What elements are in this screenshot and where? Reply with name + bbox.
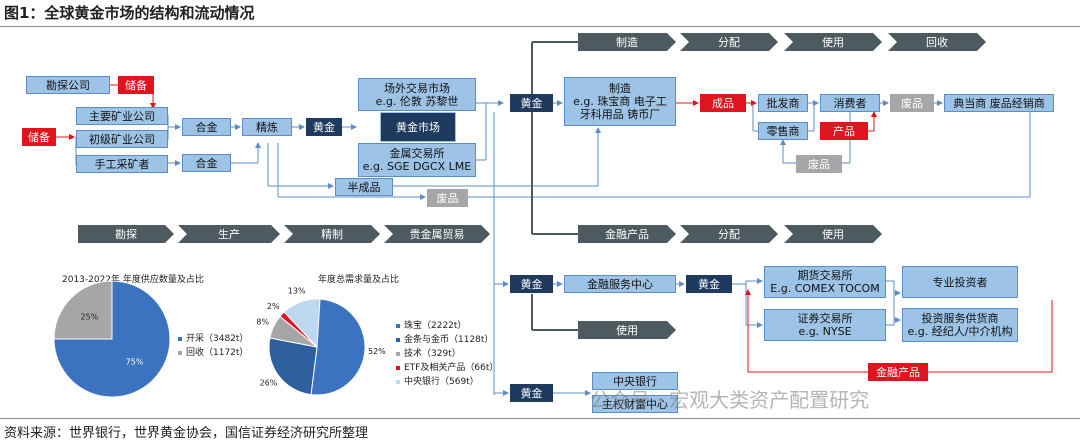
demand-slice-label-4: 13% — [288, 287, 306, 296]
investment-service-provider: 投资服务供货商 e.g. 经纪人/中介机构 — [902, 308, 1018, 342]
professional-investor: 专业投资者 — [902, 266, 1018, 298]
scrap-1: 废品 — [427, 189, 468, 207]
manufacturing: 制造 e.g. 珠宝商 电子工 牙科用品 铸币厂 — [564, 77, 676, 126]
exploration-company: 勘探公司 — [26, 76, 110, 94]
legend-label: 珠宝（2222t） — [404, 321, 467, 331]
pie-supply-title: 2013-2022年 年度供应数量及占比 — [62, 275, 204, 285]
chain-fin-product: 金融产品 — [578, 225, 676, 243]
legend-swatch — [396, 323, 400, 328]
legend-label: ETF及相关产品（66t） — [404, 363, 499, 373]
gold-4: 黄金 — [686, 275, 732, 293]
chain-use: 使用 — [784, 33, 882, 51]
chain-fin-distribution: 分配 — [680, 225, 778, 243]
demand-slice-label-2: 8% — [256, 317, 269, 326]
chain-use-2: 使用 — [578, 321, 676, 339]
reserve-1: 储备 — [118, 76, 154, 94]
legend2-item-3: ETF及相关产品（66t） — [396, 360, 498, 373]
otc-market: 场外交易市场 e.g. 伦敦 苏黎世 — [358, 78, 476, 111]
gold-1: 黄金 — [306, 118, 342, 136]
chain-precious-trade: 贵金属贸易 — [384, 225, 490, 243]
consumer: 消费者 — [820, 94, 880, 112]
legend-label: 金条与金币（1128t） — [404, 335, 494, 345]
demand-slice-label-3: 2% — [267, 302, 280, 311]
wholesaler: 批发商 — [758, 94, 808, 112]
footer-rule — [0, 418, 1080, 419]
major-mining: 主要矿业公司 — [76, 107, 168, 125]
chain-manufacture: 制造 — [578, 33, 676, 51]
securities-exchange: 证券交易所 e.g. NYSE — [764, 309, 886, 341]
supply-slice-label-1: 25% — [81, 312, 99, 321]
title-rule — [0, 26, 1080, 27]
alloy-1: 合金 — [182, 118, 231, 136]
chain-exploration: 勘探 — [78, 225, 174, 243]
legend-swatch — [178, 350, 182, 355]
legend2-item-1: 金条与金币（1128t） — [396, 332, 493, 345]
chain-fin-use: 使用 — [784, 225, 882, 243]
pie-demand-title: 年度总需求量及占比 — [318, 275, 400, 285]
junior-mining: 初级矿业公司 — [76, 130, 168, 148]
legend1-item-0: 开采（3482t） — [178, 331, 248, 344]
product: 产品 — [820, 122, 868, 140]
demand-slice-label-1: 26% — [260, 378, 278, 387]
artisanal-miners: 手工采矿者 — [76, 155, 168, 173]
legend-swatch — [178, 336, 182, 341]
supply-slice-1 — [53, 280, 113, 340]
pawn-scrap-dealer: 典当商 废品经销商 — [944, 94, 1054, 112]
legend2-item-4: 中央银行（569t） — [396, 374, 479, 387]
legend-label: 回收（1172t） — [186, 348, 249, 358]
gold-2: 黄金 — [510, 94, 553, 112]
gold-market: 黄金市场 — [380, 112, 456, 142]
legend1-item-1: 回收（1172t） — [178, 345, 248, 358]
legend-label: 技术（329t） — [404, 349, 461, 359]
demand-slice-0 — [310, 298, 366, 396]
legend2-item-0: 珠宝（2222t） — [396, 318, 466, 331]
refining: 精炼 — [242, 118, 292, 136]
sovereign-wealth-center: 主权财富中心 — [592, 395, 678, 413]
figure-title: 图1：全球黄金市场的结构和流动情况 — [4, 4, 255, 22]
finished-product: 成品 — [700, 94, 746, 112]
demand-slice-1 — [268, 337, 318, 396]
legend-swatch — [396, 365, 400, 370]
reserve-2: 储备 — [22, 128, 56, 146]
financial-product: 金融产品 — [868, 363, 928, 381]
financial-services-center: 金融服务中心 — [564, 275, 676, 293]
semi-finished: 半成品 — [335, 178, 393, 196]
gold-3: 黄金 — [510, 275, 553, 293]
retailer: 零售商 — [758, 122, 808, 140]
metal-exchange: 金属交易所 e.g. SGE DGCX LME — [358, 143, 476, 177]
demand-slice-label-0: 52% — [368, 347, 386, 356]
chain-production: 生产 — [178, 225, 280, 243]
legend-label: 中央银行（569t） — [404, 377, 479, 387]
alloy-2: 合金 — [182, 154, 231, 172]
scrap-3: 废品 — [796, 155, 842, 173]
legend2-item-2: 技术（329t） — [396, 346, 461, 359]
watermark: 公众号 · 宏观大类资产配置研究 — [590, 388, 870, 412]
legend-swatch — [396, 337, 400, 342]
legend-label: 开采（3482t） — [186, 334, 249, 344]
futures-exchange: 期货交易所 E.g. COMEX TOCOM — [764, 266, 886, 298]
source-note: 资料来源：世界银行，世界黄金协会，国信证券经济研究所整理 — [4, 426, 369, 441]
supply-slice-0 — [53, 280, 171, 398]
demand-slice-4 — [283, 298, 321, 349]
legend-swatch — [396, 351, 400, 356]
chain-recycle: 回收 — [888, 33, 986, 51]
gold-5: 黄金 — [510, 384, 553, 402]
chain-refining: 精制 — [284, 225, 380, 243]
legend-swatch — [396, 379, 400, 384]
supply-slice-label-0: 75% — [126, 358, 144, 367]
scrap-2: 废品 — [890, 94, 934, 112]
central-bank: 中央银行 — [592, 372, 678, 390]
chain-distribution: 分配 — [680, 33, 778, 51]
